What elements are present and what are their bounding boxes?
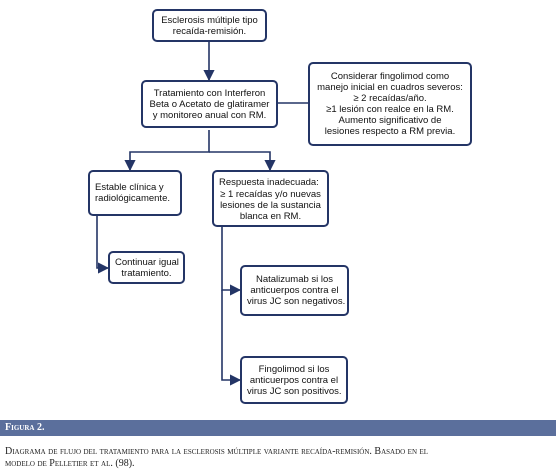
node-fingolimod-initial-heading: manejo inicial en cuadros severos: bbox=[317, 82, 463, 93]
node-start-line: Esclerosis múltiple tipo bbox=[161, 14, 258, 26]
node-natalizumab: Natalizumab si los anticuerpos contra el… bbox=[240, 265, 349, 316]
arrow-inadequate-to-natalizumab bbox=[221, 227, 242, 296]
node-fingolimod-initial-item: ≥1 lesión con realce en la RM. bbox=[326, 104, 454, 115]
figure-label: Figura 2. bbox=[5, 422, 45, 433]
node-continue: Continuar igual tratamiento. bbox=[108, 251, 185, 284]
node-continue-line: tratamiento. bbox=[121, 267, 172, 279]
node-fingolimod-initial: Considerar fingolimod como manejo inicia… bbox=[308, 62, 472, 146]
node-treatment-line: Beta o Acetato de glatiramer bbox=[149, 98, 270, 110]
branch-connector bbox=[124, 130, 210, 172]
node-start: Esclerosis múltiple tipo recaída-remisió… bbox=[152, 9, 267, 42]
node-fingolimod-jc: Fingolimod si los anticuerpos contra el … bbox=[240, 356, 348, 404]
arrow-inadequate-to-fingolimod bbox=[221, 290, 242, 386]
node-treatment-line: Tratamiento con Interferon bbox=[153, 87, 266, 99]
node-start-line: recaída-remisión. bbox=[172, 25, 247, 37]
arrow-stable-to-continue bbox=[96, 216, 110, 274]
node-fingolimod-initial-item: ≥ 2 recaídas/año. bbox=[353, 93, 427, 104]
flowchart-connectors bbox=[96, 42, 308, 386]
node-fingolimod-initial-item: Aumento significativo de bbox=[338, 115, 442, 126]
node-treatment: Tratamiento con Interferon Beta o Acetat… bbox=[141, 80, 278, 128]
node-natalizumab-line: anticuerpos contra el bbox=[250, 285, 339, 296]
node-stable-line: radiológicamente. bbox=[95, 193, 170, 204]
node-fingolimod-jc-line: virus JC son positivos. bbox=[247, 385, 342, 397]
figure-caption: Diagrama de flujo del tratamiento para l… bbox=[5, 446, 551, 470]
branch-connector-right bbox=[209, 151, 276, 172]
flowchart: Esclerosis múltiple tipo recaída-remisió… bbox=[88, 9, 472, 404]
node-inadequate-item: lesiones de la sustancia bbox=[220, 200, 321, 211]
node-treatment-line: y monitoreo anual con RM. bbox=[152, 109, 267, 121]
node-fingolimod-initial-item: lesiones respecto a RM previa. bbox=[324, 126, 456, 137]
node-inadequate: Respuesta inadecuada: ≥ 1 recaídas y/o n… bbox=[212, 170, 329, 227]
node-fingolimod-jc-line: anticuerpos contra el bbox=[249, 374, 339, 386]
node-inadequate-heading: Respuesta inadecuada: bbox=[219, 177, 319, 188]
node-fingolimod-initial-heading: Considerar fingolimod como bbox=[330, 71, 450, 82]
node-inadequate-item: blanca en RM. bbox=[239, 211, 302, 222]
node-natalizumab-line: virus JC son negativos. bbox=[247, 296, 346, 307]
node-stable: Estable clínica y radiológicamente. bbox=[88, 170, 182, 216]
figure-caption-line: Diagrama de flujo del tratamiento para l… bbox=[5, 446, 429, 457]
node-stable-line: Estable clínica y bbox=[95, 182, 164, 193]
node-inadequate-item: ≥ 1 recaídas y/o nuevas bbox=[220, 189, 321, 200]
figure-caption-line: modelo de Pelletier et al. (98). bbox=[5, 458, 135, 469]
node-fingolimod-jc-line: Fingolimod si los bbox=[258, 363, 330, 375]
node-natalizumab-line: Natalizumab si los bbox=[255, 274, 334, 285]
node-continue-line: Continuar igual bbox=[115, 256, 179, 268]
figure-label-band: Figura 2. bbox=[0, 420, 556, 436]
